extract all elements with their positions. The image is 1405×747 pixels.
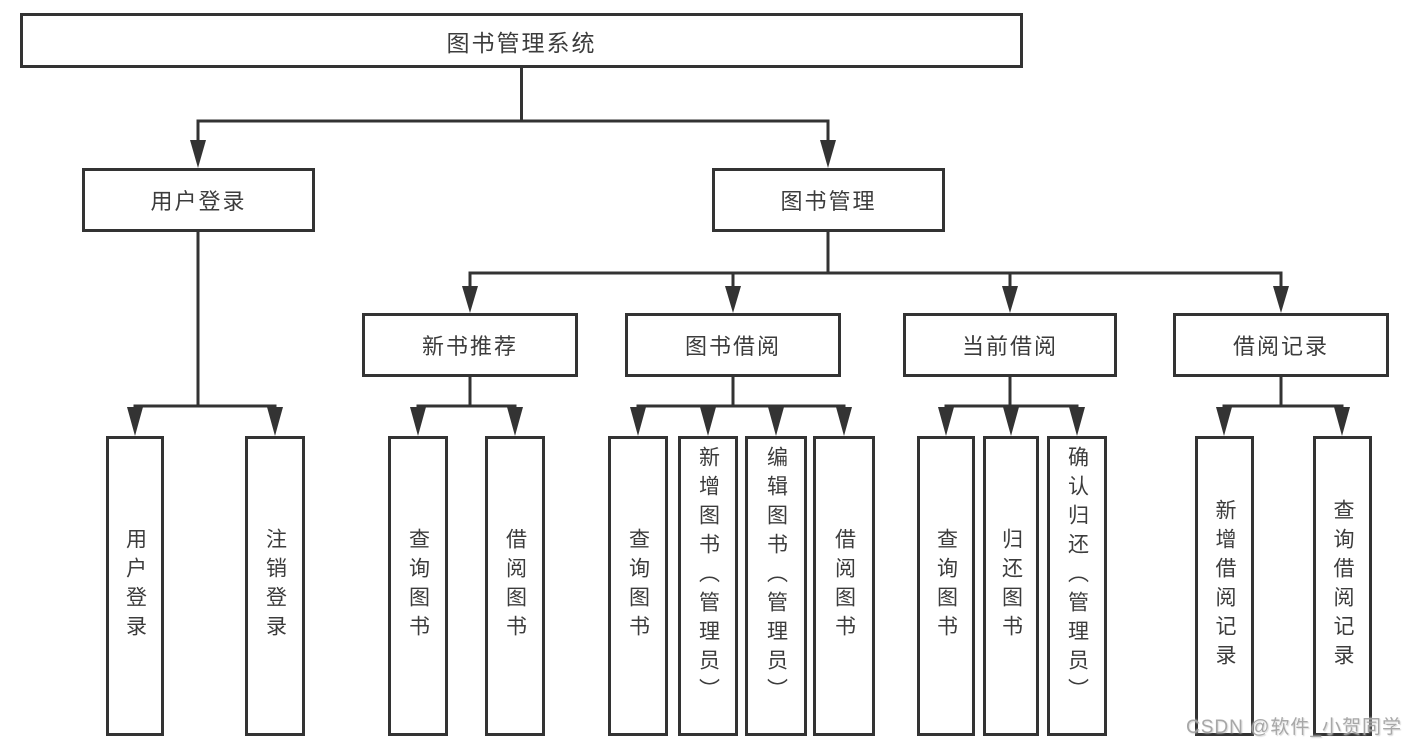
node-label: 图书管理 [780, 189, 877, 214]
leaf-query-books-1: 查询图书 [388, 436, 448, 736]
edges-current-borrow-group [944, 377, 1079, 408]
leaf-logout: 注销登录 [245, 436, 305, 736]
arrowhead-leaf-confirm-return [1069, 407, 1085, 436]
leaf-confirm-return-admin: 确认归还（管理员） [1047, 436, 1107, 736]
node-label: 图书借阅 [684, 334, 781, 359]
arrowhead-leaf-query3 [938, 407, 954, 436]
arrowhead-new-book [462, 286, 478, 313]
arrowhead-borrow-records [1273, 286, 1289, 313]
arrowhead-leaf-login [127, 407, 143, 436]
arrowhead-leaf-borrow1 [507, 407, 523, 436]
node-label: 查询借阅记录 [1331, 499, 1354, 673]
node-label: 新增借阅记录 [1213, 499, 1236, 673]
node-label: 归还图书 [999, 528, 1023, 644]
node-label: 用户登录 [150, 189, 247, 214]
node-label: 借阅图书 [832, 528, 856, 644]
node-label: 编辑图书（管理员） [764, 446, 788, 707]
arrowhead-leaf-query-record [1334, 407, 1350, 436]
arrowhead-leaf-return [1003, 407, 1019, 436]
node-label: 借阅图书 [503, 528, 527, 644]
arrowhead-leaf-query1 [410, 407, 426, 436]
arrowhead-leaf-edit-book [768, 407, 784, 436]
node-current-borrow: 当前借阅 [903, 313, 1117, 377]
node-new-book-recommend: 新书推荐 [362, 313, 578, 377]
node-label: 借阅记录 [1232, 334, 1329, 359]
csdn-watermark: CSDN @软件_小贺同学 [1186, 717, 1402, 738]
node-label: 图书管理系统 [446, 29, 597, 56]
arrowhead-leaf-borrow2 [836, 407, 852, 436]
node-book-management: 图书管理 [712, 168, 945, 232]
arrowhead-book-borrow [725, 286, 741, 313]
leaf-borrow-books-1: 借阅图书 [485, 436, 545, 736]
arrowhead-leaf-add-record [1216, 407, 1232, 436]
leaf-add-book-admin: 新增图书（管理员） [678, 436, 738, 736]
node-label: 查询图书 [934, 528, 958, 644]
node-label: 查询图书 [626, 528, 650, 644]
node-system-title: 图书管理系统 [20, 13, 1023, 68]
node-label: 新增图书（管理员） [696, 446, 720, 707]
leaf-borrow-books-2: 借阅图书 [813, 436, 875, 736]
node-label: 当前借阅 [961, 334, 1058, 359]
node-label: 注销登录 [263, 528, 287, 644]
arrowhead-book-mgmt [820, 140, 836, 168]
edges-borrow-records-group [1222, 377, 1344, 408]
node-label: 确认归还（管理员） [1065, 446, 1089, 707]
arrowhead-leaf-logout [267, 407, 283, 436]
node-borrow-records: 借阅记录 [1173, 313, 1389, 377]
node-label: 用户登录 [123, 528, 147, 644]
arrowhead-user-login [190, 140, 206, 168]
node-book-borrow: 图书借阅 [625, 313, 841, 377]
node-label: 查询图书 [406, 528, 430, 644]
leaf-user-login: 用户登录 [106, 436, 164, 736]
edges-book-borrow-group [636, 377, 846, 408]
leaf-query-books-2: 查询图书 [608, 436, 668, 736]
leaf-return-books: 归还图书 [983, 436, 1039, 736]
arrowhead-current-borrow [1002, 286, 1018, 313]
leaf-query-borrow-record: 查询借阅记录 [1313, 436, 1372, 736]
arrowhead-leaf-query2 [630, 407, 646, 436]
node-user-login: 用户登录 [82, 168, 315, 232]
leaf-add-borrow-record: 新增借阅记录 [1195, 436, 1254, 736]
edges-new-book-group [416, 377, 517, 408]
arrowhead-leaf-add-book [700, 407, 716, 436]
leaf-query-books-3: 查询图书 [917, 436, 975, 736]
leaf-edit-book-admin: 编辑图书（管理员） [745, 436, 807, 736]
node-label: 新书推荐 [421, 334, 518, 359]
